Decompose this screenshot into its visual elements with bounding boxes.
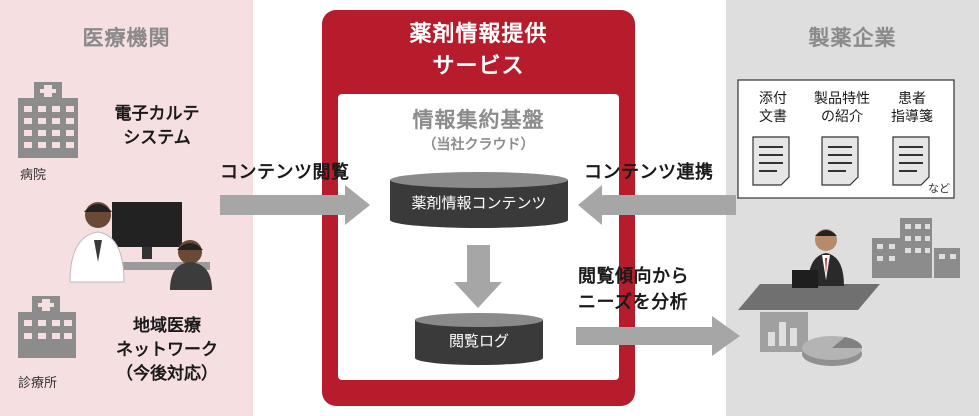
patient-guide-line2: 指導箋 xyxy=(891,109,933,125)
hospital-label: 病院 xyxy=(20,168,47,183)
patient-guide-document-icon xyxy=(892,136,930,186)
platform-title: 情報集約基盤 xyxy=(412,108,545,132)
regional-network-line1: 地域医療 xyxy=(133,316,201,336)
product-intro-line1: 製品特性 xyxy=(814,91,870,107)
analyze-label-line2: ニーズを分析 xyxy=(578,292,689,313)
contents-database-icon xyxy=(390,172,568,228)
doctor-patient-icon xyxy=(69,202,212,290)
analytics-chart-icon xyxy=(760,312,863,366)
package-insert-line2: 文書 xyxy=(759,109,787,125)
medical-institution-title: 医療機関 xyxy=(82,26,171,50)
package-insert-line1: 添付 xyxy=(759,91,787,107)
etc-label: など xyxy=(928,182,950,195)
product-intro-label: 製品特性 の紹介 xyxy=(806,90,878,126)
ehr-label-line1: 電子カルテ xyxy=(114,104,200,124)
product-intro-document-icon xyxy=(821,136,859,186)
ehr-label-line2: システム xyxy=(123,128,191,148)
platform-subtitle: （当社クラウド） xyxy=(422,137,535,153)
office-buildings-icon xyxy=(872,218,960,278)
browse-contents-label: コンテンツ閲覧 xyxy=(220,162,350,183)
patient-guide-line1: 患者 xyxy=(898,91,926,107)
log-database-icon xyxy=(415,313,543,365)
analyst-at-desk-icon xyxy=(738,229,880,310)
clinic-label: 診療所 xyxy=(18,376,58,391)
patient-guide-label: 患者 指導箋 xyxy=(884,90,940,126)
package-insert-document-icon xyxy=(752,136,790,186)
clinic-building-icon xyxy=(18,296,76,358)
package-insert-label: 添付 文書 xyxy=(748,90,798,126)
hospital-building-icon xyxy=(18,82,78,158)
analyze-arrow xyxy=(576,316,740,356)
product-intro-line2: の紹介 xyxy=(821,109,863,125)
service-title-line2: サービス xyxy=(432,54,525,79)
log-database-label: 閲覧ログ xyxy=(448,332,509,350)
link-arrow xyxy=(578,185,736,225)
regional-network-line3: （今後対応） xyxy=(116,364,218,384)
pharma-company-title: 製薬企業 xyxy=(808,26,897,50)
service-title-line1: 薬剤情報提供 xyxy=(409,22,548,47)
regional-network-line2: ネットワーク xyxy=(116,340,218,360)
contents-database-label: 薬剤情報コンテンツ xyxy=(411,194,547,212)
analyze-label-line1: 閲覧傾向から xyxy=(578,266,689,287)
contents-link-label: コンテンツ連携 xyxy=(584,162,714,183)
browse-arrow xyxy=(220,185,370,225)
down-arrow xyxy=(454,245,502,308)
